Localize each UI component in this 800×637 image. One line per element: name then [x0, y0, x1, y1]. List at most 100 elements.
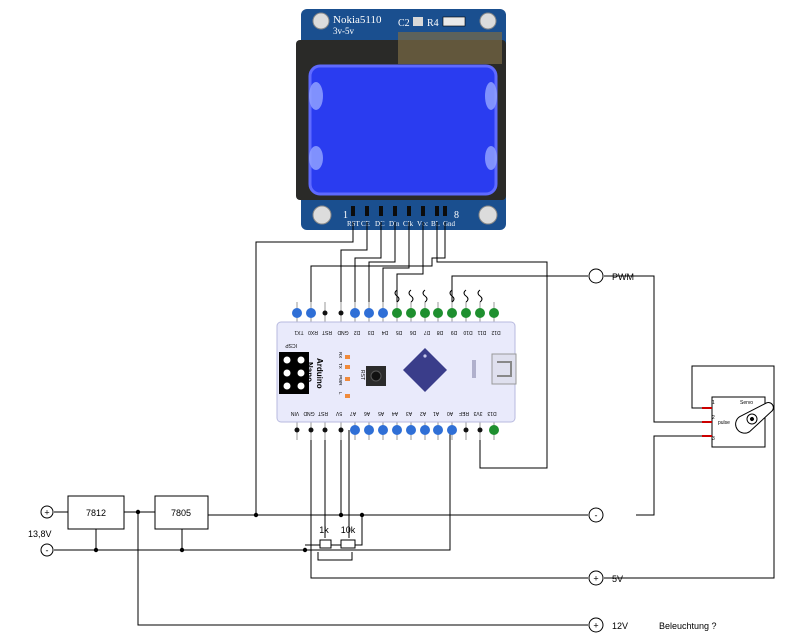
- arduino-top-pin-label: D7: [424, 329, 431, 335]
- arduino-subtitle: Nano: [305, 362, 314, 382]
- header-pin: [463, 427, 469, 433]
- mount-hole-icon: [478, 205, 498, 225]
- led-l: [345, 394, 350, 398]
- lcd-pin-label: DC: [375, 220, 385, 228]
- pot-10k: [340, 539, 356, 549]
- lcd-pin1-marker: 1: [343, 210, 348, 221]
- input-minus-symbol: -: [46, 546, 49, 556]
- servo-horn-icon: [735, 402, 774, 434]
- icsp-label: ICSP: [285, 342, 297, 348]
- mount-hole-icon: [312, 205, 332, 225]
- lcd-model-label: Nokia5110: [333, 14, 382, 26]
- arduino-top-pin-label: D2: [354, 329, 361, 335]
- v12-label: 12V: [612, 621, 628, 631]
- smd-part: [413, 17, 423, 26]
- header-pin: [420, 308, 430, 318]
- gnd-terminal: [588, 507, 604, 523]
- lcd-header: [351, 206, 447, 216]
- arduino-top-pin-label: D6: [410, 329, 417, 335]
- v5-terminal: [588, 570, 604, 586]
- servo-pulse-label: pulse: [718, 420, 730, 426]
- arduino-top-pin-label: D4: [382, 329, 389, 335]
- header-pin: [392, 425, 402, 435]
- lcd-header-pin: [421, 206, 425, 216]
- lcd-r4-label: R4: [427, 18, 439, 29]
- arduino-bottom-pin-label: A7: [350, 410, 356, 416]
- arduino-bottom-header: [294, 420, 499, 440]
- icsp-pin-icon: [297, 356, 305, 364]
- lcd-header-pin: [435, 206, 439, 216]
- arduino-bottom-pin-label: REF: [459, 410, 469, 416]
- header-pin: [294, 427, 300, 433]
- lcd-header-pin: [393, 206, 397, 216]
- arduino-bottom-pin-label: A2: [420, 410, 426, 416]
- lcd-header-pin: [365, 206, 369, 216]
- lcd-pin-label: Gnd: [443, 220, 456, 228]
- mount-hole-icon: [479, 12, 497, 30]
- header-pin: [308, 427, 314, 433]
- led-label: TX: [338, 363, 343, 369]
- header-pin: [447, 308, 457, 318]
- arduino-bottom-pin-label: A4: [392, 410, 398, 416]
- servo-pin-marker: [702, 421, 712, 423]
- icsp-pin-icon: [283, 369, 291, 377]
- header-pin: [406, 425, 416, 435]
- v12-terminal-symbol: +: [593, 621, 598, 631]
- servo-pin1-number: 1: [712, 400, 715, 406]
- lcd-pin-label: CE: [361, 220, 370, 228]
- arduino-top-pin-label: RX0: [308, 329, 318, 335]
- mount-hole-icon: [312, 12, 330, 30]
- arduino-top-pin-label: D9: [451, 329, 458, 335]
- arduino-bottom-pin-label: RST: [318, 410, 328, 416]
- header-pin: [489, 308, 499, 318]
- servo-pin-marker: [702, 435, 712, 437]
- arduino-top-pin-label: GND: [337, 329, 349, 335]
- arduino-bottom-pin-label: A1: [433, 410, 439, 416]
- arduino-top-pin-label: D12: [491, 329, 500, 335]
- arduino-top-pin-label: D3: [368, 329, 375, 335]
- backlight-led: [485, 146, 497, 170]
- input-voltage-label: 13,8V: [28, 529, 52, 539]
- reset-button-icon: [370, 370, 382, 382]
- arduino-bottom-pin-label: A5: [378, 410, 384, 416]
- lcd-header-pin: [379, 206, 383, 216]
- arduino-title: Arduino: [315, 358, 324, 389]
- header-pin: [420, 425, 430, 435]
- arduino-top-pin-label: D5: [396, 329, 403, 335]
- header-pin: [322, 427, 328, 433]
- arduino-top-header: [292, 289, 499, 322]
- chip-pin1-dot: [423, 354, 427, 358]
- lcd-flex: [398, 32, 502, 64]
- header-pin: [477, 427, 483, 433]
- pwm-tilde-icon: [394, 289, 400, 303]
- arduino-bottom-pin-label: VIN: [290, 410, 299, 416]
- header-pin: [364, 308, 374, 318]
- header-pin: [364, 425, 374, 435]
- pwm-tilde-icon: [449, 289, 455, 303]
- header-pin: [392, 308, 402, 318]
- arduino-top-pin-label: D10: [463, 329, 472, 335]
- pwm-tilde-icon: [463, 289, 469, 303]
- header-pin: [378, 425, 388, 435]
- lcd-header-pin: [407, 206, 411, 216]
- led-rx: [345, 355, 350, 359]
- led-pwr: [345, 377, 350, 381]
- lcd-pin-label: Clk: [403, 220, 414, 228]
- pot-1k: [319, 539, 332, 549]
- lcd-pin8-marker: 8: [454, 210, 459, 221]
- input-minus-terminal: [40, 543, 54, 557]
- pot-1k-label: 1k: [319, 525, 329, 535]
- arduino-bottom-pin-label: 3V3: [473, 410, 482, 416]
- usb-icon: [497, 361, 512, 377]
- pwm-label: PWM: [612, 272, 634, 282]
- lcd-screen: [308, 64, 498, 196]
- icsp-pin-icon: [297, 369, 305, 377]
- regulator-7805: [154, 495, 209, 530]
- arduino-bottom-pin-label: GND: [303, 410, 315, 416]
- servo-title: Servo: [740, 400, 753, 406]
- servo-pin3-number: 3: [712, 436, 715, 442]
- header-pin: [447, 425, 457, 435]
